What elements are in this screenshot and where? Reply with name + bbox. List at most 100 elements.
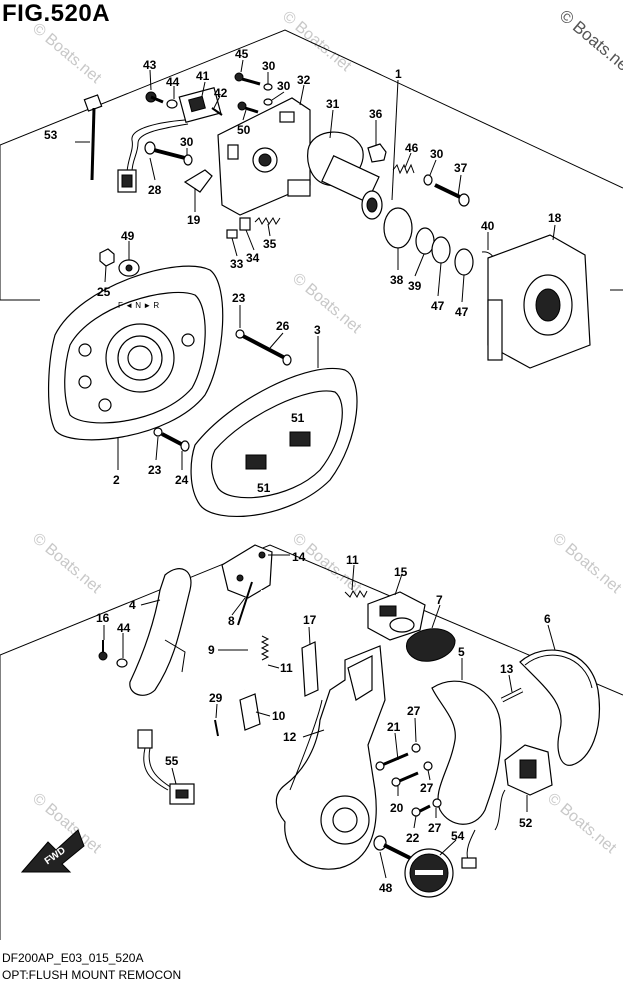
part-50-screw [237,101,259,114]
callout-34: 34 [246,251,260,265]
callout-27b: 27 [420,781,434,795]
callout-1: 1 [395,67,402,81]
part-27-washer-a [411,743,421,753]
part-37-bolt [434,183,470,207]
part-44-washer [166,99,178,109]
part-11-spring-a [260,635,270,661]
part-43-screw [145,91,164,104]
callout-10: 10 [272,709,286,723]
part-6-side-cover [519,649,600,766]
callout-44b: 44 [117,621,131,635]
callout-29: 29 [209,691,223,705]
part-2-cover-frame: F ◄ N ► R [48,265,224,441]
callout-19: 19 [187,213,201,227]
callout-8: 8 [228,614,235,628]
callout-54: 54 [451,829,465,843]
part-16-screw [98,640,108,661]
part-42-pin [211,107,223,116]
fwd-arrow: FWD [20,829,85,873]
part-17-plate [301,641,319,697]
callout-30a: 30 [262,59,276,73]
callout-24: 24 [175,473,189,487]
callout-51a: 51 [291,411,305,425]
callout-14: 14 [292,550,306,564]
callout-42: 42 [214,86,228,100]
part-35-spring [254,217,281,225]
callout-38: 38 [390,273,404,287]
part-15-switch [367,591,426,641]
part-47-washer-b [454,248,474,276]
callout-7: 7 [436,593,443,607]
part-47-washer-a [431,236,451,264]
cover-shift-text: F ◄ N ► R [118,301,159,310]
part-31-shaft-gear [287,131,383,220]
callout-47b: 47 [455,305,469,319]
part-7-cap [405,628,456,662]
callout-35: 35 [263,237,277,251]
callout-6: 6 [544,612,551,626]
part-46-spring [392,163,415,175]
callout-45: 45 [235,47,249,61]
figure-title: FIG.520A [2,0,111,27]
part-9-rod [244,589,263,691]
part-14-bracket [221,544,273,599]
callout-37: 37 [454,161,468,175]
part-21-screw [375,752,409,771]
callout-43: 43 [143,58,157,72]
part-18-housing [487,234,591,369]
part-53-cable-tie [83,94,103,181]
callout-15: 15 [394,565,408,579]
callout-27a: 27 [407,704,421,718]
callout-11b: 11 [346,553,359,567]
callout-30c: 30 [180,135,194,149]
callout-49: 49 [121,229,135,243]
lower-assembly-box [0,544,623,696]
part-28-bolt [144,141,186,160]
part-49-washer [118,259,140,277]
callout-33: 33 [230,257,244,271]
part-29-pin [214,719,219,737]
switch-lead-wire [117,119,189,193]
callout-12: 12 [283,730,297,744]
callout-53: 53 [44,128,58,142]
callout-26: 26 [276,319,290,333]
callout-labels: 1 2 3 4 5 6 7 8 9 10 11 11 12 13 14 15 1… [44,47,562,895]
footer-caption: OPT:FLUSH MOUNT REMOCON [2,968,182,982]
callout-50: 50 [237,123,251,137]
callout-51b: 51 [257,481,271,495]
callout-18: 18 [548,211,562,225]
callout-39: 39 [408,279,422,293]
callout-31: 31 [326,97,340,111]
part-20-screw [391,771,419,787]
callout-32: 32 [297,73,311,87]
part-12-handle [275,645,386,870]
callout-3: 3 [314,323,321,337]
callout-28: 28 [148,183,162,197]
callout-21: 21 [387,720,401,734]
part-48-bolt [373,835,411,860]
part-3-cover-plate [190,368,358,518]
part-45-bolt [234,72,261,86]
part-23-washer-b [153,427,163,437]
part-25-nut [99,248,115,267]
part-4-lever [129,568,192,696]
handle-lead-wire [461,829,477,869]
callout-41: 41 [196,69,210,83]
callout-46: 46 [405,141,419,155]
footer-code: DF200AP_E03_015_520A [2,951,144,965]
part-36-stopper [367,143,387,163]
part-30-washer-c [423,174,433,186]
callout-30b: 30 [277,79,291,93]
callout-44a: 44 [166,75,180,89]
callout-11a: 11 [280,661,293,675]
part-44-washer-b [116,658,128,668]
part-8-pin [237,581,253,626]
callout-16: 16 [96,611,110,625]
part-38-bushing [383,207,413,249]
part-13-pin [500,687,524,703]
callout-5: 5 [458,645,465,659]
part-54-emblem [404,848,454,898]
callout-23b: 23 [148,463,162,477]
